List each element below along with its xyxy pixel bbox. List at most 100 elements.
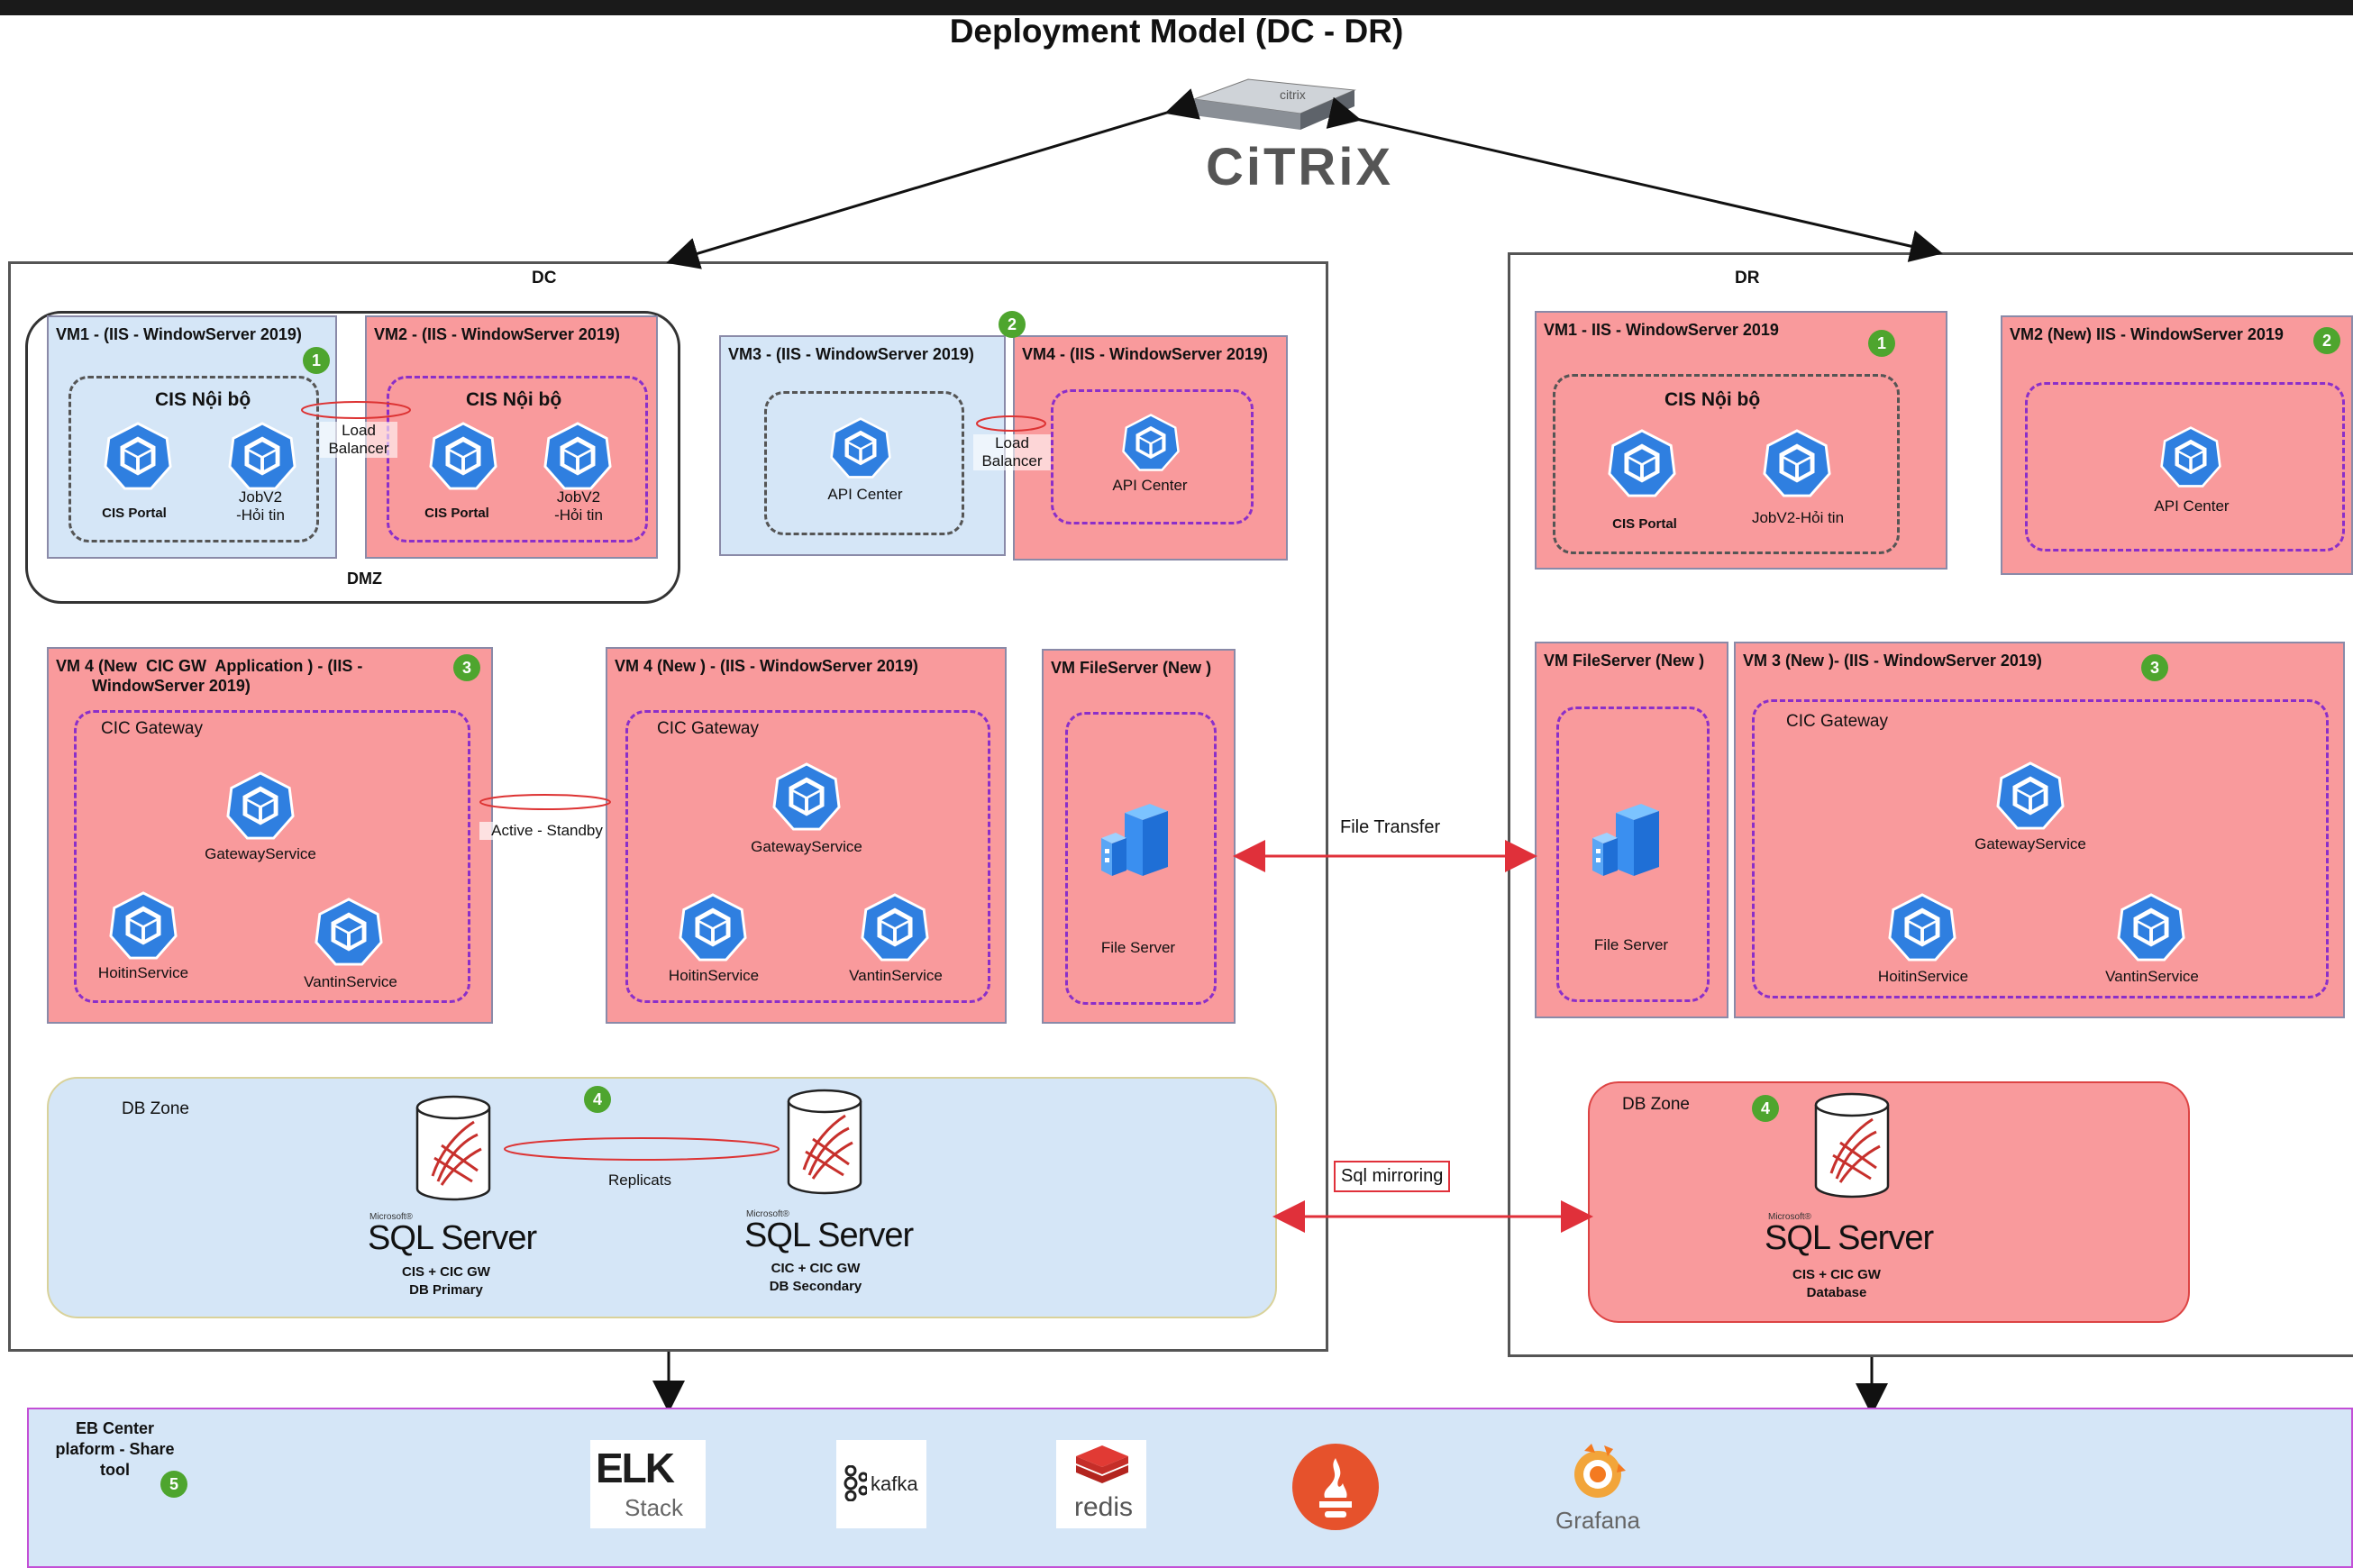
grafana-logo: Grafana [1548,1440,1647,1539]
dc-vm2-app1: CIS Portal [424,506,489,521]
dc-vm4a-app2: HoitinService [97,964,189,981]
api-center-icon [829,416,892,479]
dmz-group [25,311,680,604]
citrix-dr-arrow [1326,96,1943,262]
dc-vmfs-app: File Server [1100,939,1176,956]
dc-vm4a-title: VM 4 (New CIC GW Application ) - (IIS - … [56,657,363,695]
dc-vm3-group-box [764,391,964,535]
badge-4: 4 [584,1086,611,1113]
dr-vm3-app1: GatewayService [1975,835,2086,852]
badge-2: 2 [2313,327,2340,354]
dr-vm2: VM2 (New) IIS - WindowServer 2019 API Ce… [2001,315,2353,575]
dr-vmfs-app: File Server [1593,936,1669,953]
dc-load-balancer-1: Load Balancer [320,422,397,458]
api-center-icon [2159,425,2222,488]
dr-vm1: VM1 - IIS - WindowServer 2019 CIS Nội bộ… [1535,311,1947,570]
jobv2-icon [227,421,297,491]
dc-vm4b-app3: VantinService [849,967,943,984]
dc-vm4a-app1: GatewayService [205,845,316,862]
dc-vm2-group-box [387,376,648,542]
hoitin-service-icon [678,892,748,962]
citrix-dc-arrow [666,88,1200,269]
vantin-service-icon [860,892,930,962]
elk-stack-logo: ELK Stack [590,1440,706,1528]
dc-db-zone-label: DB Zone [122,1099,189,1118]
grafana-icon [1574,1444,1626,1498]
file-transfer-label: File Transfer [1340,817,1441,837]
hoitin-service-icon [108,890,178,961]
dc-vm1: VM1 - (IIS - WindowServer 2019) CIS Nội … [47,315,337,559]
badge-1: 1 [303,347,330,374]
dc-vm4b-group-box [625,710,990,1003]
elk-letters: ELK [596,1445,675,1491]
dr-vm3-title: VM 3 (New )- (IIS - WindowServer 2019) [1743,652,2042,670]
grafana-label: Grafana [1555,1507,1640,1534]
vantin-service-icon [2116,892,2186,962]
file-server-icon [1098,804,1170,885]
gateway-service-icon [771,761,842,832]
badge-4: 4 [1752,1095,1779,1122]
badge-2: 2 [999,311,1026,338]
dc-vm-fileserver: VM FileServer (New ) File Server [1042,649,1236,1024]
cis-portal-icon [428,421,498,491]
dc-vm4-app: API Center [1112,477,1188,494]
sql-ms-label: Microsoft® [746,1209,789,1219]
dc-vm1-app2: JobV2 -Hỏi tin [236,488,285,524]
citrix-server-icon: citrix [1194,78,1356,130]
dc-vm4-new: VM 4 (New ) - (IIS - WindowServer 2019) … [606,647,1007,1024]
dr-vm1-group-box [1553,374,1900,554]
dc-load-balancer-2: Load Balancer [973,434,1051,470]
dr-vmfs-group-box [1556,707,1710,1002]
kafka-logo: kafka [836,1440,926,1528]
dc-vm4b-title: VM 4 (New ) - (IIS - WindowServer 2019) [615,657,918,675]
dc-active-standby: Active - Standby [479,822,615,840]
top-bar [0,0,2353,15]
dr-vm1-app2: JobV2-Hỏi tin [1751,509,1845,526]
sql-logo-text: SQL Server [744,1217,914,1254]
badge-1: 1 [1868,330,1895,357]
dc-vm4-title: VM4 - (IIS - WindowServer 2019) [1022,345,1268,363]
dc-vm2-app2: JobV2 -Hỏi tin [554,488,603,524]
sql-db-icon [1813,1092,1891,1200]
dc-vm4a-group-box [74,710,470,1003]
badge-3: 3 [453,654,480,681]
dc-vm1-group: CIS Nội bộ [155,389,251,410]
dc-db-replicates: Replicats [608,1171,671,1189]
sql-db-secondary-icon [786,1089,863,1197]
citrix-box-label: citrix [1280,87,1306,102]
dr-db-caption: CIS + CIC GW Database [1792,1267,1881,1300]
elk-stack-label: Stack [625,1494,684,1521]
dr-vm3-app2: HoitinService [1877,968,1969,985]
shared-platform-zone [27,1408,2353,1568]
api-center-icon [1121,413,1181,472]
dr-vm2-title: VM2 (New) IIS - WindowServer 2019 [2010,325,2284,343]
dc-label: DC [532,269,557,287]
dr-vm2-app: API Center [2154,497,2230,515]
kafka-icon [844,1465,867,1501]
gateway-service-icon [1995,761,2066,831]
dr-vm-fileserver: VM FileServer (New ) File Server [1535,642,1728,1018]
dr-vm3: VM 3 (New )- (IIS - WindowServer 2019) C… [1734,642,2345,1018]
dc-vmfs-group-box [1065,712,1217,1005]
dr-vm3-group: CIC Gateway [1786,712,1888,731]
dc-vm2: VM2 - (IIS - WindowServer 2019) CIS Nội … [365,315,658,559]
dc-vm4: VM4 - (IIS - WindowServer 2019) API Cent… [1013,335,1288,561]
dc-db-secondary-caption: CIC + CIC GW DB Secondary [769,1261,862,1294]
dc-vm4-group-box [1051,389,1254,524]
sql-logo-text: SQL Server [368,1219,537,1257]
dc-vm3: VM3 - (IIS - WindowServer 2019) API Cent… [719,335,1006,556]
dr-vm2-group-box [2025,382,2345,552]
cis-portal-icon [103,421,173,491]
diagram-title: Deployment Model (DC - DR) [949,13,1404,50]
dc-vm4b-app1: GatewayService [751,838,862,855]
redis-label: redis [1074,1492,1134,1522]
kafka-label: kafka [871,1472,918,1495]
dc-vm4a-group: CIC Gateway [101,719,203,738]
dc-vm4b-app2: HoitinService [668,967,760,984]
dc-db-zone [47,1077,1277,1318]
cis-portal-icon [1607,428,1677,498]
sql-mirroring-label: Sql mirroring [1334,1161,1451,1192]
redis-logo: redis [1056,1440,1146,1528]
vantin-service-icon [314,897,384,967]
dmz-label: DMZ [347,570,382,588]
